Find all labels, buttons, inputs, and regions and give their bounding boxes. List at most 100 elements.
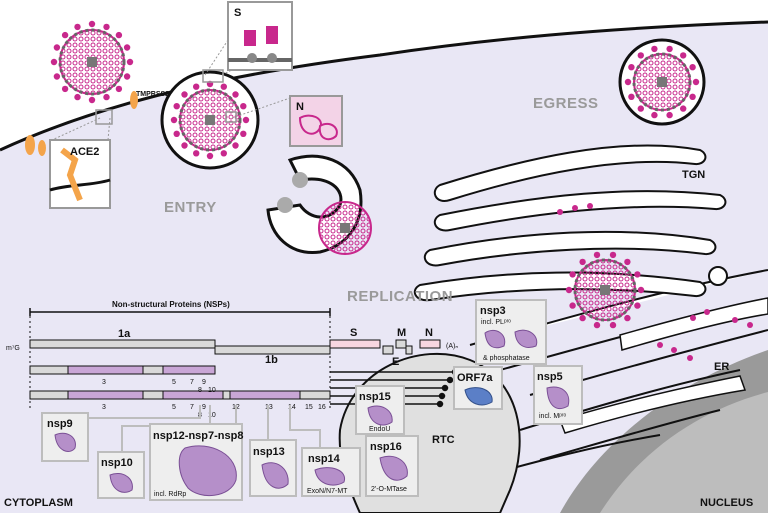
endocytic-spike-2 <box>232 142 239 149</box>
extracellular-spike-2 <box>115 85 123 93</box>
endocytic-spike-15 <box>240 103 247 110</box>
nsp10-label: nsp10 <box>101 457 133 469</box>
orf7a-box: ORF7a <box>453 366 503 410</box>
endocytic-spike-6 <box>181 142 188 149</box>
nsp16-label: nsp16 <box>370 441 402 453</box>
egress-spike-9 <box>637 52 644 59</box>
tgn-spike-11 <box>609 251 617 259</box>
egress-spike-8 <box>628 63 635 71</box>
nsp9-label: nsp9 <box>47 418 73 430</box>
orf1b-label: 1b <box>265 354 278 366</box>
egress-spike-13 <box>689 63 696 71</box>
tgn-vesicle <box>708 266 728 286</box>
tgn-spike-10 <box>593 251 601 259</box>
stage-replication-label: REPLICATION <box>347 288 453 305</box>
membrane-spike-9 <box>687 355 693 361</box>
egress-spike-12 <box>680 52 687 59</box>
nsp12-label: nsp12-nsp7-nsp8 <box>153 430 243 442</box>
membrane-spike-6 <box>671 347 677 353</box>
extracellular-spike-15 <box>123 44 131 51</box>
extracellular-spike-0 <box>126 58 134 66</box>
subgenomic-rnas <box>330 368 459 408</box>
tgn-spike-8 <box>569 271 576 278</box>
nsp14-sub: ExoN/N7-MT <box>307 488 348 495</box>
nsp9-box: nsp9 <box>41 412 89 462</box>
n-inset-label: N <box>296 101 304 113</box>
fusing-endosome <box>266 154 372 255</box>
nsp12-sub: incl. RdRp <box>154 491 186 498</box>
stage-entry-label: ENTRY <box>164 199 217 216</box>
plasma-membrane <box>0 20 768 152</box>
nsp12-box: nsp12-nsp7-nsp8 incl. RdRp <box>149 423 243 501</box>
nsp3-box: nsp3 incl. PLᵖʳᵒ & phosphatase <box>475 299 547 365</box>
endocytic-spike-14 <box>232 91 239 98</box>
spike-proteins <box>50 20 753 361</box>
egress-spike-7 <box>624 78 632 86</box>
tmprss2-label: TMPRSS2 <box>136 91 169 98</box>
membrane-spike-0 <box>572 205 578 211</box>
row1-num-0: 3 <box>102 379 106 386</box>
endocytic-spike-7 <box>173 130 180 137</box>
egress-spike-0 <box>692 78 700 86</box>
m-label: M <box>397 327 406 339</box>
egress-spike-1 <box>689 93 696 101</box>
extracellular-spike-10 <box>61 31 69 39</box>
endocytic-spike-3 <box>220 150 227 157</box>
row2-num-5: 10 <box>208 412 216 419</box>
egress-spike-6 <box>628 93 635 101</box>
endocytic-spike-5 <box>193 150 200 157</box>
membrane-spike-1 <box>587 203 593 209</box>
extracellular-spike-9 <box>53 44 61 51</box>
endocytic-spike-4 <box>206 152 214 160</box>
membrane-spike-2 <box>557 209 563 215</box>
polya-label: (A)ₙ <box>446 343 458 350</box>
endocytic-spike-1 <box>240 130 247 137</box>
cytoplasm-label: CYTOPLASM <box>4 497 73 509</box>
membrane-spike-8 <box>732 317 738 323</box>
nucleus-label: NUCLEUS <box>700 497 753 509</box>
tgn-spike-12 <box>624 258 631 266</box>
membrane-spike-3 <box>690 315 696 321</box>
ace2-label: ACE2 <box>70 146 99 158</box>
row1-num-5: 10 <box>208 387 216 394</box>
nsp-header: Non-structural Proteins (NSPs) <box>112 300 230 309</box>
tgn-spike-5 <box>579 314 586 322</box>
nsp3-sub2: & phosphatase <box>483 355 530 362</box>
egress-spike-3 <box>666 111 673 119</box>
spike-inset-label: S <box>234 7 241 19</box>
e-label: E <box>392 356 399 368</box>
endocytic-spike-8 <box>170 116 178 124</box>
egress-spike-10 <box>651 45 658 53</box>
membrane-spike-5 <box>657 342 663 348</box>
n-label: N <box>425 327 433 339</box>
nsp16-sub: 2'-O-MTase <box>371 486 407 493</box>
cap-label: m⁷G <box>6 345 20 352</box>
endocytic-spike-10 <box>181 91 188 98</box>
s-label: S <box>350 327 357 339</box>
tgn-spike-13 <box>634 271 641 278</box>
orf1a-label: 1a <box>118 328 131 340</box>
endocytic-spike-9 <box>173 103 180 110</box>
row2-num-8: 14 <box>288 404 296 411</box>
row2-num-10: 16 <box>318 404 326 411</box>
nsp14-box: nsp14 ExoN/N7-MT <box>301 447 361 497</box>
tgn-label: TGN <box>682 169 705 181</box>
row2-num-9: 15 <box>305 404 313 411</box>
nsp5-box: nsp5 incl. Mᵖʳᵒ <box>533 365 583 425</box>
nsp15-label: nsp15 <box>359 391 391 403</box>
extracellular-spike-13 <box>103 23 110 31</box>
n-inset: N <box>225 95 343 147</box>
egress-spike-2 <box>680 105 687 112</box>
extracellular-spike-14 <box>115 31 123 39</box>
nsp5-sub: incl. Mᵖʳᵒ <box>539 413 567 420</box>
row2-num-0: 3 <box>102 404 106 411</box>
egress-spike-4 <box>651 111 658 119</box>
tgn-spike-9 <box>579 258 586 266</box>
extracellular-spike-6 <box>61 85 69 93</box>
ace2-inset: ACE2 <box>49 109 113 209</box>
row2-num-2: 7 <box>190 404 194 411</box>
nucleus-shade <box>600 392 768 513</box>
